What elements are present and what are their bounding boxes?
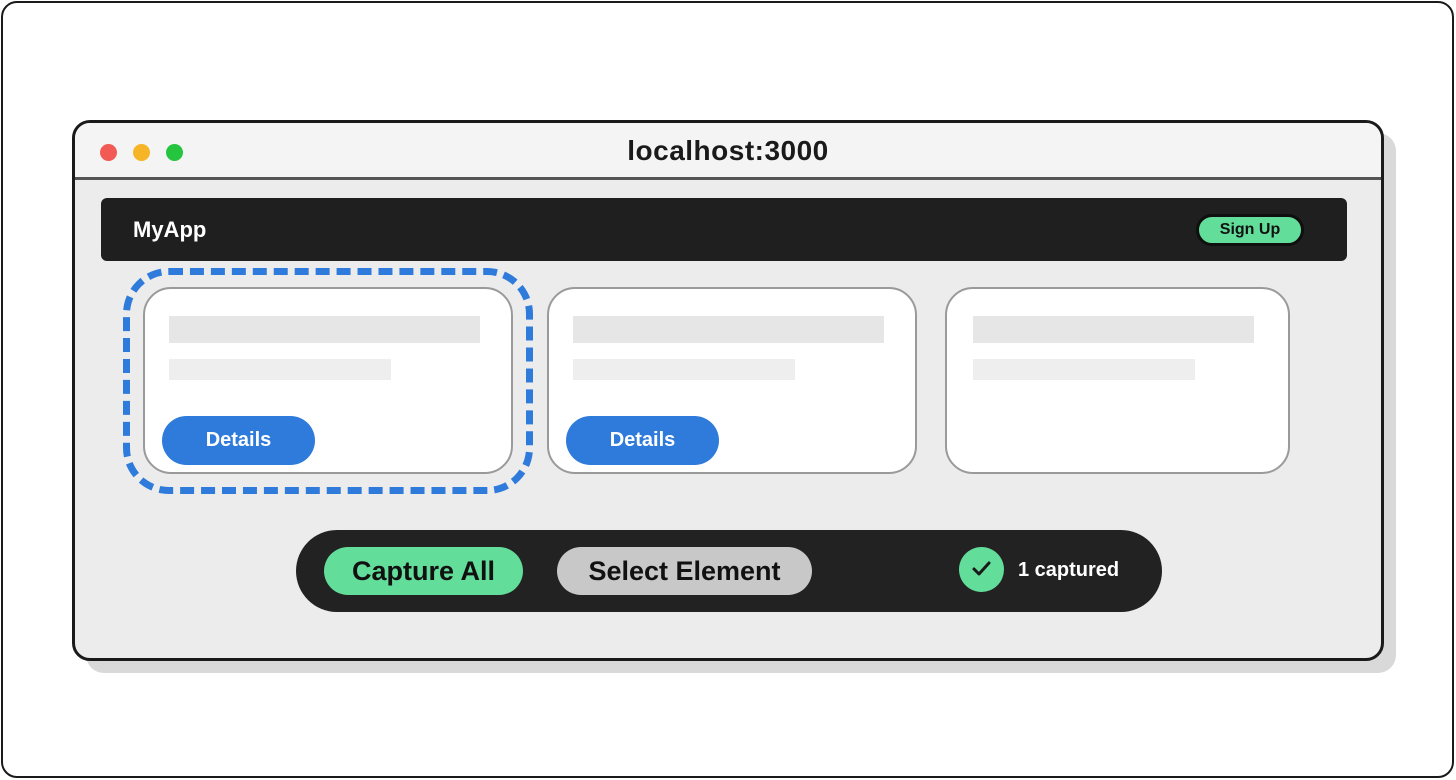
element-selection-outline [123,268,533,494]
placeholder-title-bar [169,316,480,343]
captured-status: 1 captured [1018,559,1120,581]
capture-toolbar: Capture All Select Element 1 captured [296,530,1162,612]
select-element-button[interactable]: Select Element [557,547,812,595]
capture-all-button[interactable]: Capture All [324,547,523,595]
minimize-window-dot[interactable] [133,144,150,161]
placeholder-title-bar [973,316,1254,343]
details-button[interactable]: Details [566,416,719,465]
browser-titlebar: localhost:3000 [75,123,1381,180]
content-card [945,287,1290,474]
placeholder-title-bar [573,316,884,343]
details-button[interactable]: Details [162,416,315,465]
maximize-window-dot[interactable] [166,144,183,161]
placeholder-text-bar [573,359,795,380]
url-display[interactable]: localhost:3000 [627,135,829,166]
check-icon [959,547,1004,592]
content-card: Details [143,287,513,474]
app-navbar: MyApp Sign Up [101,198,1347,261]
placeholder-text-bar [973,359,1195,380]
content-card: Details [547,287,917,474]
app-brand[interactable]: MyApp [133,217,207,242]
browser-window: localhost:3000 MyApp Sign Up Details Det… [72,120,1384,661]
close-window-dot[interactable] [100,144,117,161]
placeholder-text-bar [169,359,391,380]
sign-up-button[interactable]: Sign Up [1196,214,1304,246]
